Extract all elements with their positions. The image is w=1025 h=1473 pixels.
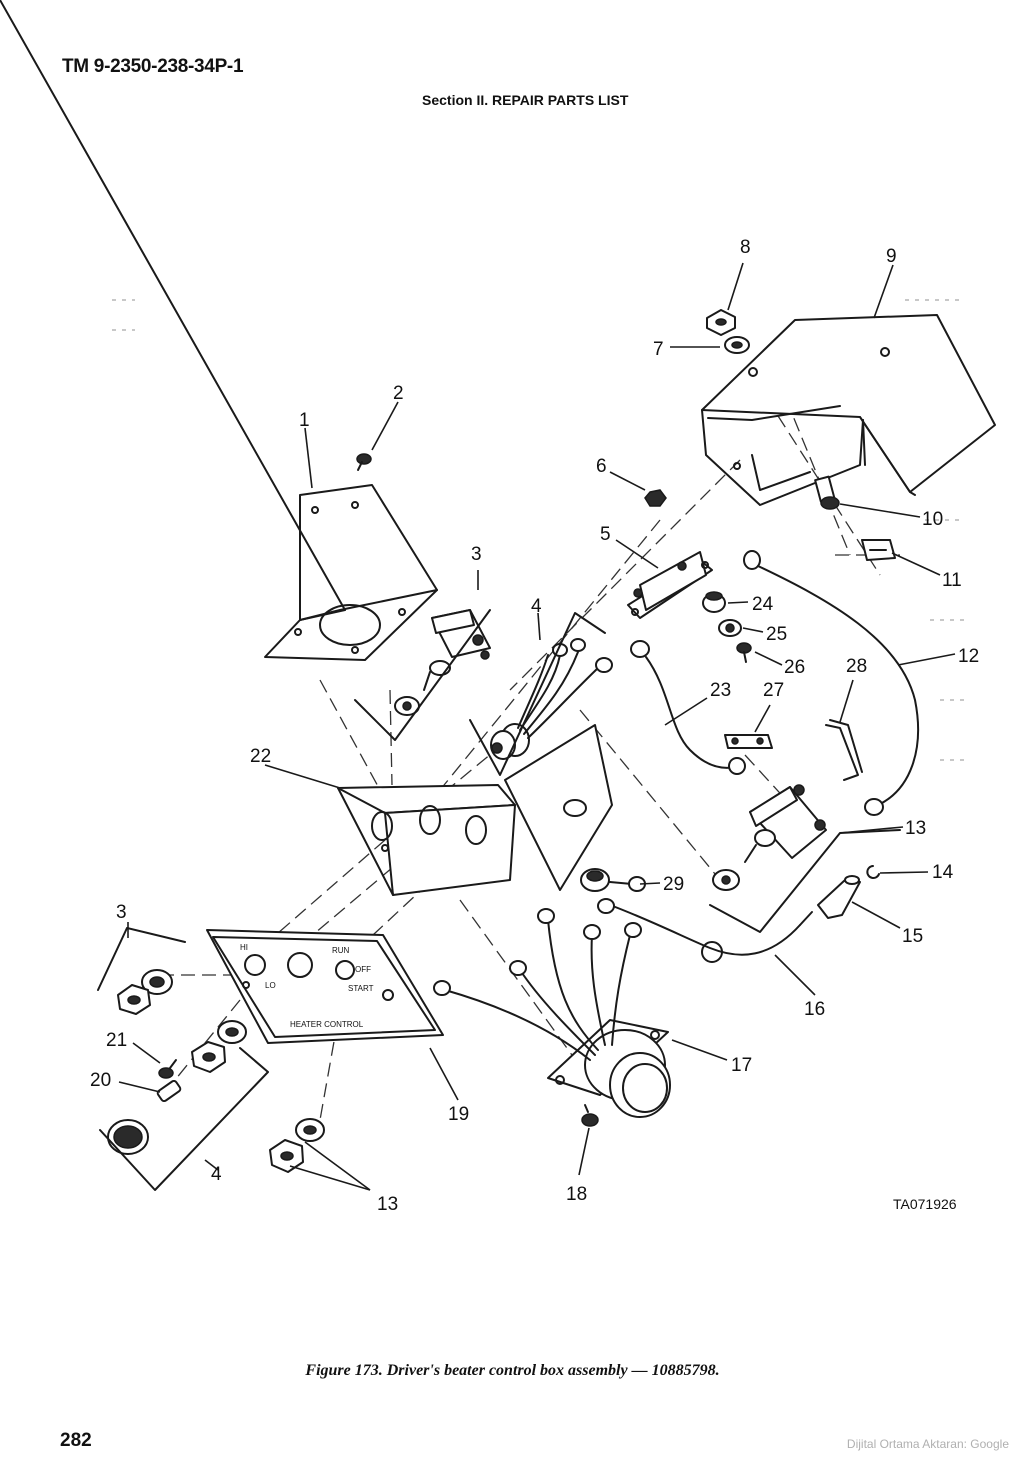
drawing-id: TA071926	[893, 1196, 957, 1212]
callout-8: 8	[740, 237, 751, 258]
callout-19: 19	[448, 1104, 469, 1125]
part-4-knob-set	[99, 1020, 269, 1191]
callout-12: 12	[958, 646, 979, 667]
panel-label-lo: LO	[265, 981, 276, 990]
callout-6: 6	[596, 456, 607, 477]
callout-17: 17	[731, 1055, 752, 1076]
callout-2: 2	[393, 383, 404, 404]
part-6-nut	[644, 489, 667, 507]
callout-3: 3	[471, 544, 482, 565]
callout-1: 1	[299, 410, 310, 431]
callout-21: 21	[106, 1030, 127, 1051]
part-7-lockwasher	[724, 336, 750, 354]
part-23-lead	[630, 640, 746, 775]
part-24-spacer	[702, 591, 726, 613]
callout-7: 7	[653, 339, 664, 360]
callout-14: 14	[932, 862, 954, 883]
part-19-heater-control-panel: HI LO RUN OFF START HEATER CONTROL	[206, 929, 444, 1044]
callout-4: 4	[531, 596, 542, 617]
leader-lines	[118, 262, 956, 1191]
callout-10: 10	[922, 509, 943, 530]
scan-texture	[112, 299, 965, 761]
part-5-circuit-breaker	[627, 551, 713, 619]
part-22-panel-bracket	[337, 724, 613, 896]
callout-25: 25	[766, 624, 787, 645]
part-18-screw	[581, 1104, 599, 1127]
part-17-connector-harness	[433, 908, 671, 1118]
callout-13-bottom: 13	[377, 1194, 398, 1215]
panel-label-off: OFF	[355, 965, 371, 974]
callout-5: 5	[600, 524, 611, 545]
part-14-retaining-ring	[866, 865, 880, 879]
callout-16: 16	[804, 999, 825, 1020]
part-16-cable	[609, 904, 813, 963]
figure-caption: Figure 173. Driver's beater control box …	[305, 1362, 720, 1379]
panel-label-hi: HI	[240, 943, 248, 952]
manual-number: TM 9-2350-238-34P-1	[62, 56, 244, 77]
part-10-bolt	[814, 475, 840, 510]
part-11-clip	[861, 539, 896, 561]
panel-label-start: START	[348, 984, 374, 993]
part-4-harness-grommet	[469, 612, 613, 776]
part-27-clamp	[724, 734, 773, 749]
callout-13: 13	[905, 818, 926, 839]
callout-numbers: 1 2 3 4 5 6 7 8 9 10 11 12 13 14 15 16 1…	[90, 237, 979, 1215]
part-25-washer	[718, 619, 742, 637]
panel-label-run: RUN	[332, 946, 350, 955]
part-28-bracket	[825, 719, 863, 781]
part-3-toggle-switch	[354, 609, 491, 741]
callout-23: 23	[710, 680, 731, 701]
part-29-grommet-lead	[580, 868, 646, 914]
callout-20: 20	[90, 1070, 111, 1091]
digitized-watermark: Dijital Ortama Aktaran: Google	[846, 1437, 1009, 1451]
part-15-boot	[817, 875, 861, 919]
callout-22: 22	[250, 746, 271, 767]
part-21-setscrew	[158, 1059, 177, 1079]
part-13-toggle-switch	[709, 784, 901, 933]
part-8-nut	[706, 309, 736, 336]
panel-label-plate: HEATER CONTROL	[290, 1020, 364, 1029]
part-26-screw	[736, 642, 752, 663]
callout-3-left: 3	[116, 902, 127, 923]
part-13-nuts	[269, 1118, 325, 1173]
part-2-screw	[356, 453, 372, 471]
callout-9: 9	[886, 246, 897, 267]
callout-24: 24	[752, 594, 774, 615]
part-20-pin	[156, 1079, 182, 1103]
callout-11: 11	[942, 570, 962, 591]
page-number: 282	[60, 1430, 92, 1451]
section-title: Section II. REPAIR PARTS LIST	[422, 92, 629, 108]
part-9-cover	[701, 314, 996, 506]
part-12-lead-wire	[743, 550, 919, 816]
callout-4-left: 4	[211, 1164, 222, 1185]
callout-15: 15	[902, 926, 923, 947]
callout-28: 28	[846, 656, 867, 677]
part-1-angle-bracket	[0, 0, 438, 661]
callout-27: 27	[763, 680, 784, 701]
callout-29: 29	[663, 874, 684, 895]
callout-18: 18	[566, 1184, 587, 1205]
callout-26: 26	[784, 657, 805, 678]
part-3-nut-washer-set	[97, 927, 186, 1015]
